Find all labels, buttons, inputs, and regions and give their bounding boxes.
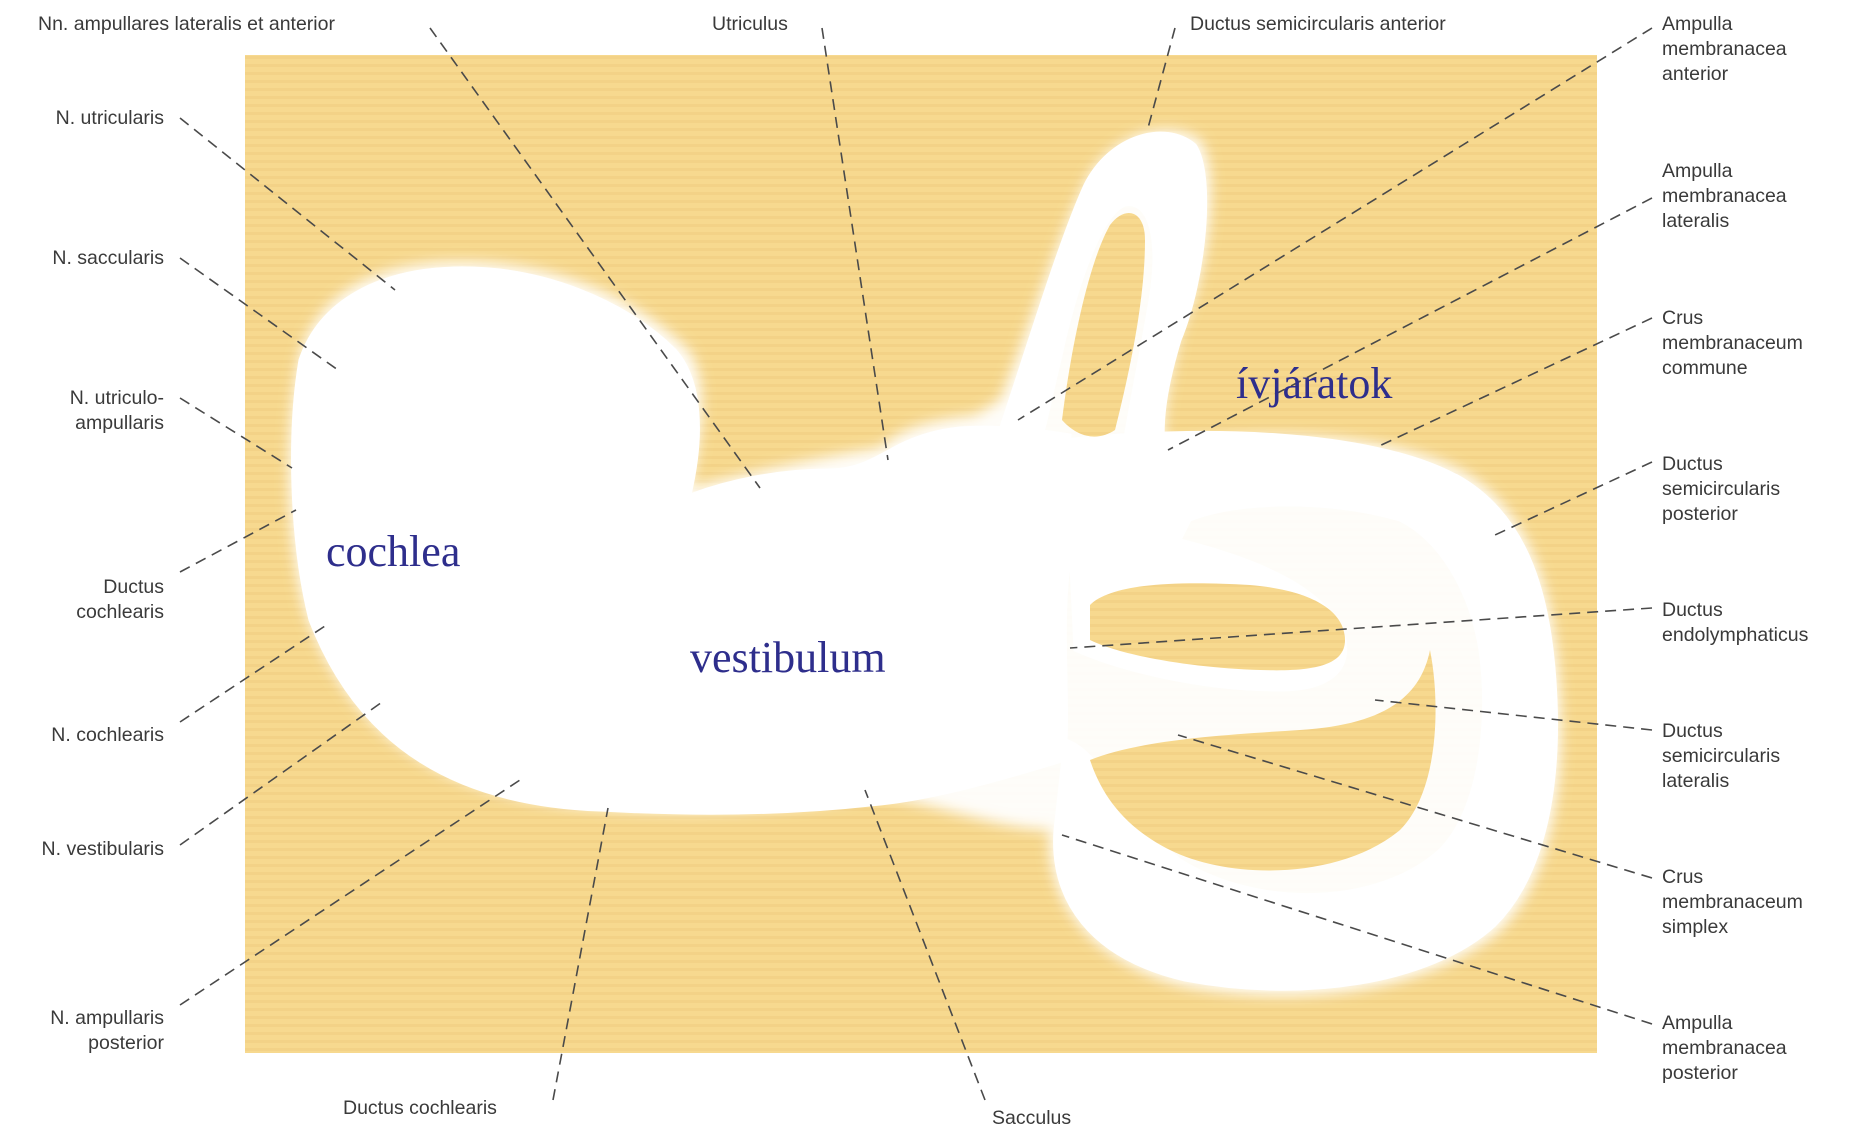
label-line: Crus (1662, 307, 1703, 329)
label-sacculus: Sacculus (992, 1107, 1071, 1129)
label-ampulla-posterior: Ampulla membranacea posterior (1662, 1012, 1787, 1084)
label-line: Ampulla (1662, 13, 1733, 35)
label-n-ampullaris-posterior: N. ampullaris posterior (50, 1007, 164, 1054)
label-line: posterior (88, 1032, 164, 1054)
label-line: membranacea (1662, 185, 1787, 207)
label-line: Ductus (1662, 720, 1723, 742)
label-line: anterior (1662, 63, 1729, 85)
label-line: N. utricularis (56, 107, 165, 129)
label-line: Ductus (1662, 453, 1723, 475)
label-ampulla-anterior: Ampulla membranacea anterior (1662, 13, 1787, 85)
label-line: Ampulla (1662, 160, 1733, 182)
label-line: Ductus semicircularis anterior (1190, 13, 1446, 35)
label-line: N. utriculo- (70, 387, 164, 409)
label-n-utricularis: N. utricularis (56, 107, 165, 129)
label-ductus-semicircularis-anterior: Ductus semicircularis anterior (1190, 13, 1446, 35)
overlay-label-ivjaratok: ívjáratok (1236, 359, 1392, 408)
label-ductus-cochlearis-left: Ductus cochlearis (76, 576, 164, 623)
label-line: membranacea (1662, 38, 1787, 60)
label-line: lateralis (1662, 770, 1729, 792)
label-nn-ampullares: Nn. ampullares lateralis et anterior (38, 13, 335, 35)
label-ductus-semicircularis-lateralis: Ductus semicircularis lateralis (1662, 720, 1780, 792)
label-line: Sacculus (992, 1107, 1071, 1129)
label-line: Ductus (103, 576, 164, 598)
label-line: semicircularis (1662, 478, 1780, 500)
label-line: simplex (1662, 916, 1728, 938)
label-line: membranacea (1662, 1037, 1787, 1059)
label-line: N. vestibularis (42, 838, 165, 860)
label-n-saccularis: N. saccularis (52, 247, 164, 269)
label-line: commune (1662, 357, 1748, 379)
label-line: endolymphaticus (1662, 624, 1809, 646)
label-line: membranaceum (1662, 332, 1803, 354)
label-ampulla-lateralis: Ampulla membranacea lateralis (1662, 160, 1787, 232)
label-line: N. ampullaris (50, 1007, 164, 1029)
label-n-vestibularis: N. vestibularis (42, 838, 165, 860)
label-line: Utriculus (712, 13, 788, 35)
label-line: lateralis (1662, 210, 1729, 232)
label-line: N. saccularis (52, 247, 164, 269)
label-line: Ductus (1662, 599, 1723, 621)
label-line: N. cochlearis (51, 724, 164, 746)
overlay-label-vestibulum: vestibulum (690, 633, 886, 682)
label-line: ampullaris (75, 412, 164, 434)
label-utriculus: Utriculus (712, 13, 788, 35)
label-crus-simplex: Crus membranaceum simplex (1662, 866, 1803, 938)
label-line: Crus (1662, 866, 1703, 888)
label-crus-commune: Crus membranaceum commune (1662, 307, 1803, 379)
label-line: membranaceum (1662, 891, 1803, 913)
label-line: posterior (1662, 503, 1738, 525)
label-ductus-semicircularis-posterior: Ductus semicircularis posterior (1662, 453, 1780, 525)
label-line: semicircularis (1662, 745, 1780, 767)
label-n-cochlearis: N. cochlearis (51, 724, 164, 746)
label-line: posterior (1662, 1062, 1738, 1084)
overlay-label-cochlea: cochlea (326, 527, 460, 576)
label-n-utriculoampullaris: N. utriculo-ampullaris (70, 387, 165, 434)
label-line: cochlearis (76, 601, 164, 623)
label-line: Nn. ampullares lateralis et anterior (38, 13, 335, 35)
label-line: Ductus cochlearis (343, 1097, 497, 1119)
label-ductus-endolymphaticus: Ductus endolymphaticus (1662, 599, 1809, 646)
label-line: Ampulla (1662, 1012, 1733, 1034)
label-ductus-cochlearis-bottom: Ductus cochlearis (343, 1097, 497, 1119)
